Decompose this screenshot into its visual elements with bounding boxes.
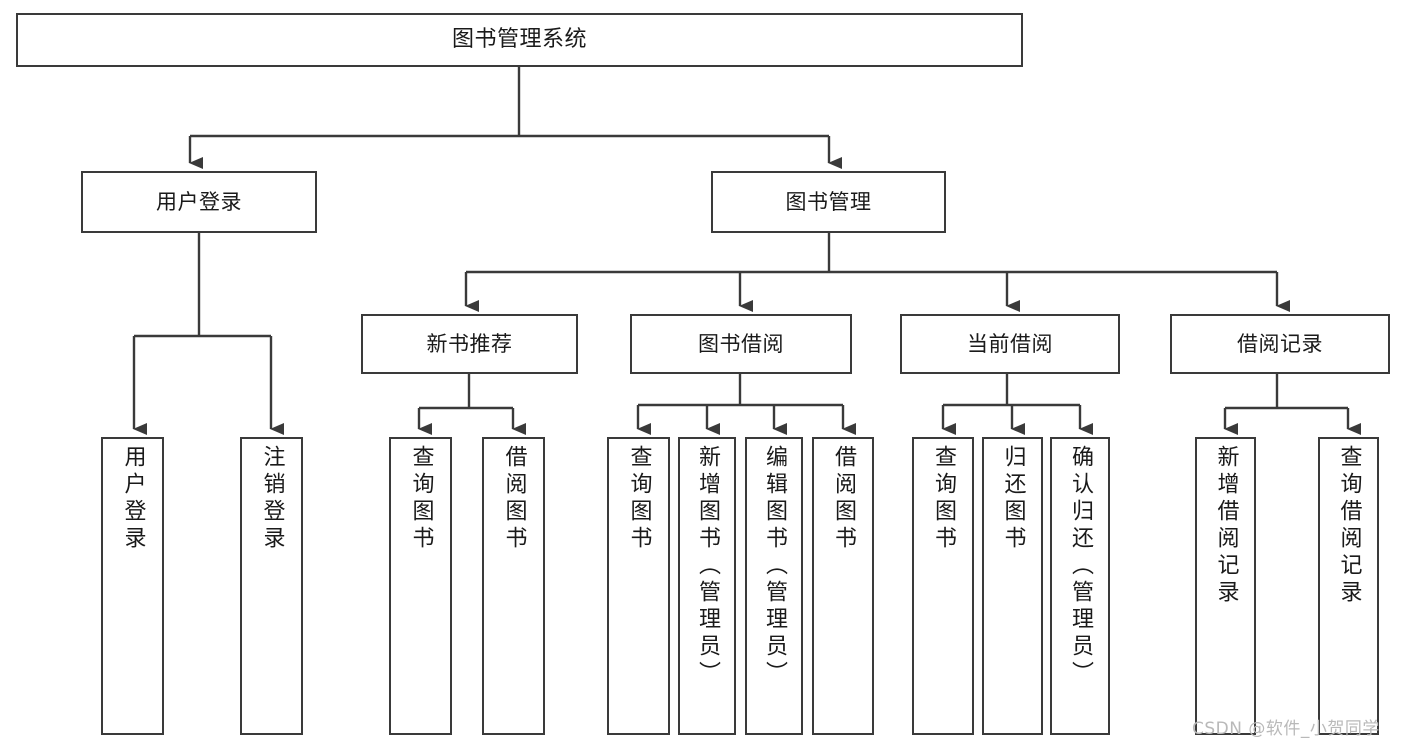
node-leaf-user-login-label: 用户登录 <box>120 445 146 553</box>
node-leaf-user-login[interactable]: 用户登录 <box>101 437 164 735</box>
node-leaf-query-book-3[interactable]: 查询图书 <box>912 437 974 735</box>
node-leaf-return-book-label: 归还图书 <box>1000 445 1026 553</box>
node-current-borrow[interactable]: 当前借阅 <box>900 314 1120 374</box>
node-leaf-logout-label: 注销登录 <box>259 445 285 553</box>
node-new-book-rec[interactable]: 新书推荐 <box>361 314 578 374</box>
node-leaf-edit-book-label: 编辑图书（管理员） <box>762 445 787 688</box>
node-new-book-rec-label: 新书推荐 <box>426 331 513 356</box>
node-leaf-borrow-book-1[interactable]: 借阅图书 <box>482 437 545 735</box>
node-leaf-query-book-1-label: 查询图书 <box>408 445 434 553</box>
node-leaf-query-book-3-label: 查询图书 <box>931 445 956 553</box>
node-leaf-query-record-label: 查询借阅记录 <box>1336 445 1362 607</box>
node-leaf-borrow-book-1-label: 借阅图书 <box>501 445 527 553</box>
node-leaf-query-book-2-label: 查询图书 <box>626 445 652 553</box>
watermark: CSDN @软件_小贺同学 <box>1192 719 1380 739</box>
node-root-label: 图书管理系统 <box>451 27 587 53</box>
node-leaf-borrow-book-2-label: 借阅图书 <box>831 445 856 553</box>
node-leaf-edit-book[interactable]: 编辑图书（管理员） <box>745 437 803 735</box>
node-borrow-record[interactable]: 借阅记录 <box>1170 314 1390 374</box>
node-leaf-query-book-1[interactable]: 查询图书 <box>389 437 452 735</box>
node-leaf-confirm-return[interactable]: 确认归还（管理员） <box>1050 437 1110 735</box>
node-book-borrow[interactable]: 图书借阅 <box>630 314 852 374</box>
node-user-login[interactable]: 用户登录 <box>81 171 317 233</box>
node-leaf-add-record[interactable]: 新增借阅记录 <box>1195 437 1256 735</box>
node-leaf-add-book-label: 新增图书（管理员） <box>695 445 720 688</box>
node-book-manage[interactable]: 图书管理 <box>711 171 946 233</box>
node-leaf-logout[interactable]: 注销登录 <box>240 437 303 735</box>
node-user-login-label: 用户登录 <box>156 189 242 214</box>
node-book-borrow-label: 图书借阅 <box>698 331 784 356</box>
node-current-borrow-label: 当前借阅 <box>967 331 1053 356</box>
node-leaf-confirm-return-label: 确认归还（管理员） <box>1068 445 1093 688</box>
node-leaf-query-record[interactable]: 查询借阅记录 <box>1318 437 1379 735</box>
node-book-manage-label: 图书管理 <box>785 189 872 214</box>
node-leaf-return-book[interactable]: 归还图书 <box>982 437 1043 735</box>
node-leaf-add-record-label: 新增借阅记录 <box>1213 445 1239 607</box>
node-leaf-query-book-2[interactable]: 查询图书 <box>607 437 670 735</box>
node-leaf-add-book[interactable]: 新增图书（管理员） <box>678 437 736 735</box>
node-root[interactable]: 图书管理系统 <box>16 13 1023 67</box>
node-borrow-record-label: 借阅记录 <box>1237 331 1323 356</box>
node-leaf-borrow-book-2[interactable]: 借阅图书 <box>812 437 874 735</box>
